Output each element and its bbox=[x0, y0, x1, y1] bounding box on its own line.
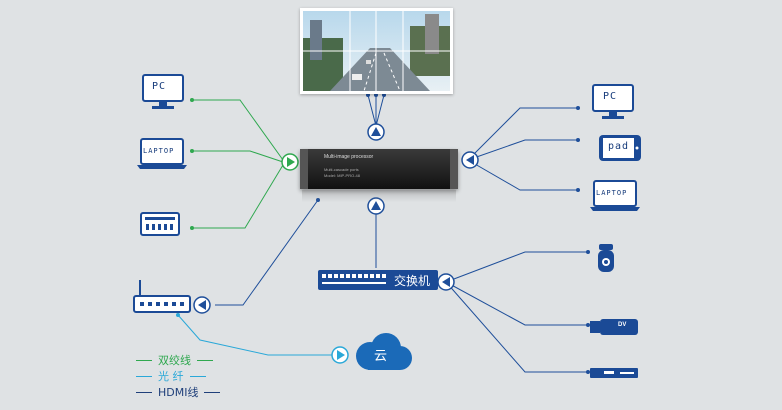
cloud-icon bbox=[356, 333, 412, 370]
monitor-icon bbox=[592, 84, 634, 119]
legend-bar bbox=[197, 359, 213, 361]
monitor-icon bbox=[142, 74, 184, 109]
processor-reflection bbox=[302, 190, 456, 202]
legend-twisted-pair: 双绞线 bbox=[136, 352, 213, 368]
cloud-label: 云 bbox=[374, 349, 388, 364]
pc-left: PC bbox=[142, 74, 184, 115]
laptop-left: LAPTOP bbox=[137, 138, 187, 175]
laptop-right-label: LAPTOP bbox=[596, 189, 628, 197]
legend-bar bbox=[136, 375, 152, 377]
processor-line1: Multi-cascade ports bbox=[324, 167, 359, 172]
camera-icon bbox=[598, 244, 614, 272]
dv-label: DV bbox=[618, 322, 627, 328]
legend-fiber: 光 纤 bbox=[136, 368, 206, 384]
video-camera-icon bbox=[590, 319, 638, 335]
arrow-node-cloud bbox=[331, 346, 349, 364]
legend-bar bbox=[189, 375, 206, 377]
router-icon bbox=[133, 280, 191, 313]
video-wall bbox=[300, 8, 453, 94]
recorder-icon bbox=[590, 368, 638, 378]
arrow-node-processor-top bbox=[367, 123, 385, 141]
encoder-left bbox=[140, 212, 180, 241]
laptop-icon bbox=[137, 138, 187, 169]
laptop-icon bbox=[590, 180, 640, 211]
arrow-node-processor-left bbox=[281, 153, 299, 171]
dome-camera bbox=[597, 242, 615, 279]
router bbox=[132, 278, 192, 319]
encoder-icon bbox=[140, 212, 180, 236]
dv-camera: DV bbox=[590, 318, 638, 341]
network-switch: 交换机 bbox=[318, 270, 438, 290]
switch-ports-icon bbox=[322, 274, 386, 284]
cloud: 云 bbox=[348, 332, 414, 377]
arrow-node-router bbox=[193, 296, 211, 314]
pad-right-label: pad bbox=[608, 141, 630, 152]
pad-right: pad bbox=[598, 134, 642, 167]
processor-line2: Model: MIP-PRO-48 bbox=[324, 173, 361, 178]
legend-bar bbox=[136, 359, 152, 361]
processor-title: Multi-image processor bbox=[324, 154, 374, 160]
tablet-icon bbox=[599, 135, 641, 161]
legend-label: 光 纤 bbox=[158, 370, 184, 383]
pc-right: PC bbox=[592, 84, 634, 125]
laptop-left-label: LAPTOP bbox=[143, 147, 175, 155]
multi-image-processor: Multi-image processor Multi-cascade port… bbox=[300, 149, 458, 189]
laptop-right: LAPTOP bbox=[590, 180, 640, 217]
switch-label: 交换机 bbox=[394, 274, 431, 288]
link-pc-left bbox=[192, 99, 284, 161]
pc-left-label: PC bbox=[152, 81, 167, 92]
legend-bar bbox=[136, 391, 152, 393]
pc-right-label: PC bbox=[603, 91, 618, 102]
arrow-node-processor-right bbox=[461, 151, 479, 169]
arrow-node-switch bbox=[437, 273, 455, 291]
legend-label: HDMI线 bbox=[158, 386, 199, 399]
legend-hdmi: HDMI线 bbox=[136, 384, 221, 400]
video-wall-image bbox=[303, 11, 450, 92]
legend-label: 双绞线 bbox=[158, 354, 191, 367]
link-laptop-left bbox=[192, 150, 284, 163]
link-encoder-left bbox=[192, 164, 284, 229]
dvr-box bbox=[590, 366, 638, 384]
arrow-node-processor-bottom bbox=[367, 197, 385, 215]
legend-bar bbox=[204, 391, 221, 393]
